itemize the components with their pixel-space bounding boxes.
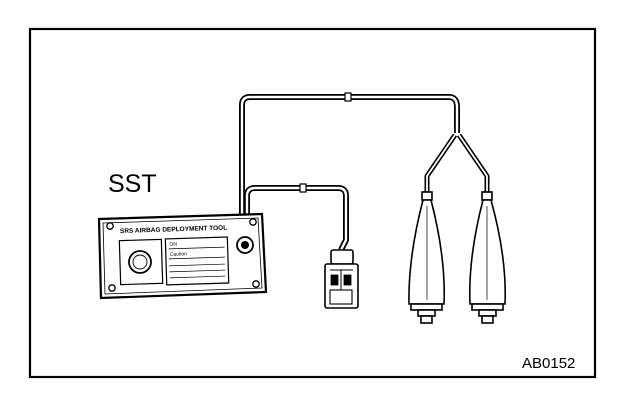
upper-wire: [239, 92, 460, 228]
panel-title: SRS AIRBAG DEPLOYMENT TOOL: [120, 225, 227, 235]
screw-icon: [108, 284, 116, 292]
screw-icon: [106, 222, 114, 230]
screw-icon: [252, 280, 260, 288]
right-clip: [468, 191, 507, 324]
panel-field-caution: Caution: [170, 251, 188, 258]
lower-wire: [244, 183, 349, 252]
deployment-tool-box: SRS AIRBAG DEPLOYMENT TOOL ON Caution: [97, 212, 268, 300]
panel-field-on: ON: [169, 242, 177, 248]
connector-plug: [324, 249, 359, 309]
sst-label: SST: [108, 170, 157, 198]
left-clip: [408, 191, 446, 324]
screw-icon: [249, 218, 257, 226]
split-wires: [424, 133, 490, 196]
activation-button: [128, 250, 152, 274]
figure-code: AB0152: [522, 355, 575, 372]
diagram-frame: [28, 27, 597, 379]
